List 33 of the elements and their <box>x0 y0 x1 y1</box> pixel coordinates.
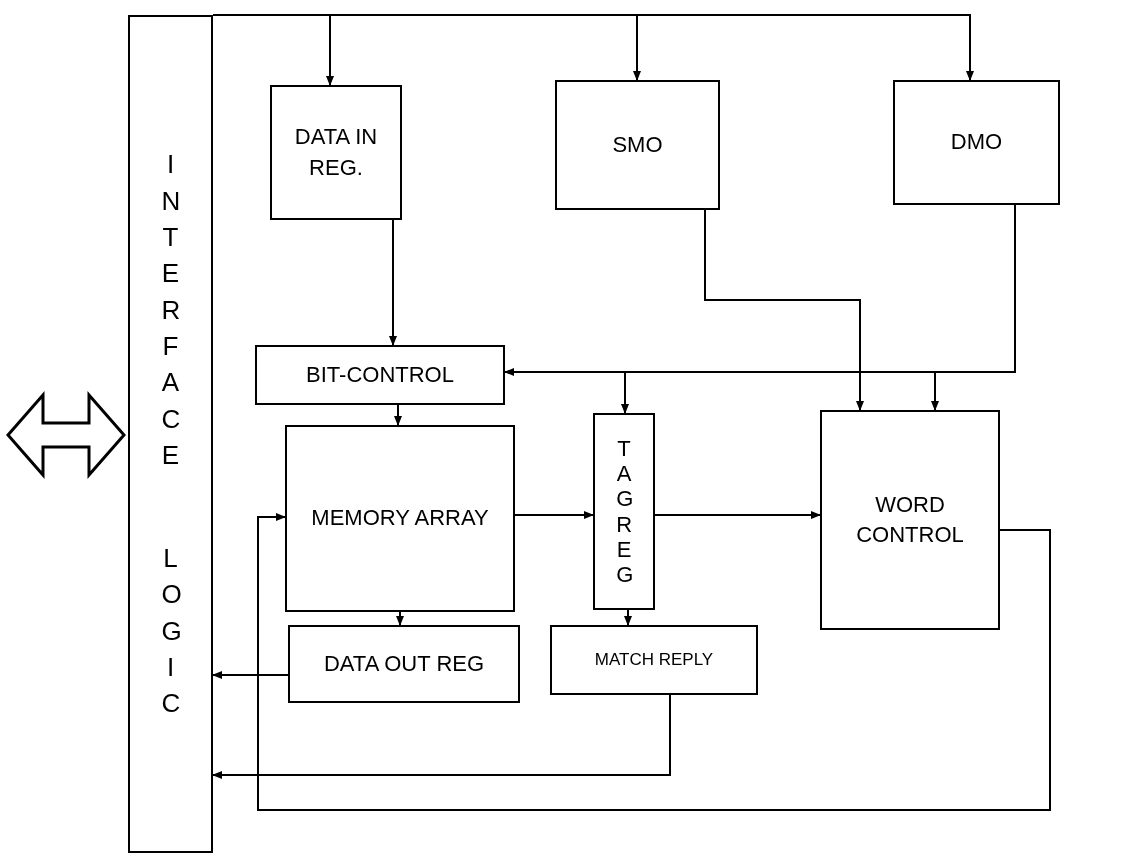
arrow <box>514 511 594 519</box>
block <box>820 410 1000 630</box>
block-label: INTERFACE <box>161 148 180 473</box>
block <box>255 345 505 405</box>
vertical-block <box>128 15 213 853</box>
block <box>893 80 1060 205</box>
vertical-block <box>593 413 655 610</box>
arrow <box>394 404 402 426</box>
arrow <box>931 204 1016 411</box>
block-label: MATCH REPLY <box>594 649 714 672</box>
block-label: BIT-CONTROL <box>306 360 454 389</box>
block-label: SMO <box>612 130 663 159</box>
block-label: LOGIC <box>161 541 180 721</box>
block-label: MEMORY ARRAY <box>311 504 489 533</box>
block-label: DATA IN REG. <box>293 123 379 182</box>
block <box>270 85 402 220</box>
block-label: DATA OUT REG <box>323 649 485 678</box>
arrow <box>396 611 404 626</box>
arrow <box>654 511 821 519</box>
arrow <box>704 209 864 411</box>
arrow <box>257 513 1051 811</box>
arrow <box>389 219 397 346</box>
block-label: WORD CONTROL <box>855 490 965 549</box>
block-label: DMO <box>950 128 1003 157</box>
block <box>550 625 758 695</box>
arrow <box>624 609 632 626</box>
arrow <box>212 694 671 779</box>
block-label: TAG REG <box>616 435 632 588</box>
block <box>288 625 520 703</box>
arrow <box>212 671 289 679</box>
block <box>285 425 515 612</box>
double-arrow <box>6 391 126 479</box>
block <box>555 80 720 210</box>
